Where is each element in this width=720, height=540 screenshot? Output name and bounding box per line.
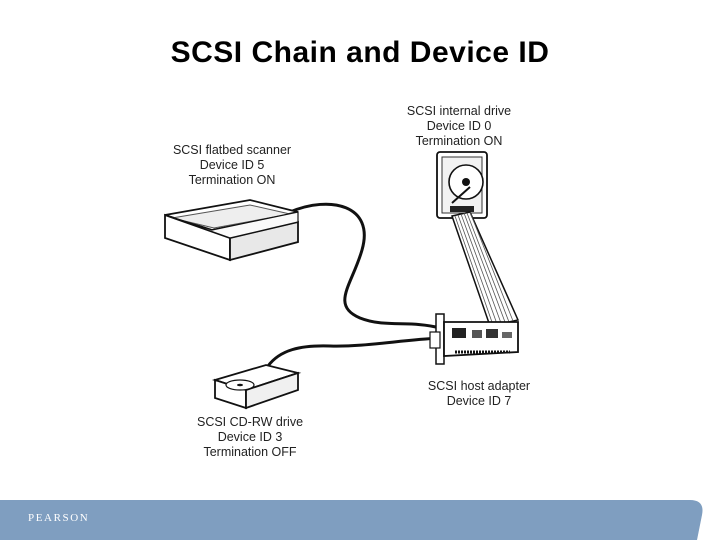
cdrw-device-id: Device ID 3	[217, 430, 283, 444]
cdrw-drive-icon	[211, 364, 302, 410]
flatbed-scanner-icon	[164, 199, 299, 262]
scanner-device-id: Device ID 5	[199, 158, 265, 172]
internal-drive-label: SCSI internal drive Device ID 0 Terminat…	[380, 104, 538, 149]
footer-bar	[0, 500, 703, 540]
cdrw-cable	[266, 336, 441, 367]
slide-title: SCSI Chain and Device ID	[170, 36, 550, 69]
cdrw-termination: Termination OFF	[203, 445, 297, 459]
scanner-name: SCSI flatbed scanner	[172, 143, 292, 157]
pearson-logo: PEARSON	[28, 512, 90, 524]
internal-drive-icon	[436, 151, 488, 219]
host-adapter-name: SCSI host adapter	[427, 379, 531, 393]
ribbon-cable	[451, 211, 520, 327]
cdrw-name: SCSI CD-RW drive	[196, 415, 304, 429]
scanner-cable	[289, 202, 441, 330]
host-adapter-device-id: Device ID 7	[446, 394, 512, 408]
host-adapter-label: SCSI host adapter Device ID 7	[400, 379, 558, 409]
scanner-label: SCSI flatbed scanner Device ID 5 Termina…	[150, 143, 314, 188]
host-adapter-card-icon	[429, 313, 519, 365]
internal-drive-device-id: Device ID 0	[426, 119, 492, 133]
internal-drive-name: SCSI internal drive	[406, 104, 512, 118]
scanner-termination: Termination ON	[188, 173, 276, 187]
cdrw-label: SCSI CD-RW drive Device ID 3 Termination…	[175, 415, 325, 460]
internal-drive-termination: Termination ON	[415, 134, 503, 148]
